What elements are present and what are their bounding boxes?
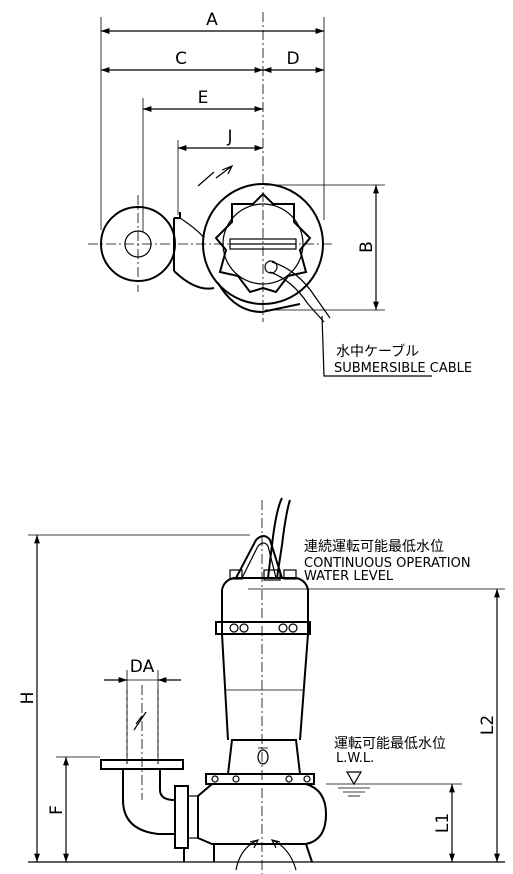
riser-flow-arrow-icon [133, 711, 147, 731]
continuous-level-label-en-2: WATER LEVEL [304, 569, 394, 584]
bolt-1 [211, 775, 219, 783]
continuous-level-label-jp: 連続運転可能最低水位 [304, 538, 444, 555]
lifting-handle [235, 535, 283, 579]
casing-top-flange [205, 773, 315, 785]
dim-label-j: J [226, 127, 232, 147]
dim-label-h: H [18, 692, 38, 705]
side-flange [174, 785, 189, 849]
inflow-arrow-left-icon [235, 839, 260, 871]
cable-outline-left [267, 497, 283, 579]
dim-label-l2: L2 [478, 715, 498, 735]
elbow-inner-line [179, 217, 205, 239]
dim-label-l1: L1 [433, 813, 453, 833]
side-flange-face [187, 795, 199, 839]
cable-outline-bottom [269, 271, 325, 323]
cable-label-jp: 水中ケーブル [336, 343, 419, 360]
dim-label-b: B [357, 241, 377, 253]
handle-lug-left [229, 569, 243, 580]
handle-lug-right [283, 569, 297, 580]
lifting-handle-inner [241, 542, 277, 579]
cable-outline-right [276, 499, 291, 579]
lwl-label-jp: 運転可能最低水位 [334, 736, 446, 752]
discharge-bore [124, 230, 152, 258]
elbow-outer [122, 769, 175, 835]
motor-frame-outline [214, 192, 312, 294]
casing-legs [213, 843, 313, 863]
cable-gland [263, 569, 281, 581]
dim-label-a: A [206, 10, 218, 30]
dim-label-f: F [47, 805, 67, 815]
motor-bolt-3 [278, 623, 288, 633]
side-view: H F DA [18, 497, 505, 874]
elbow-connection [173, 212, 215, 290]
top-view: A C D E J B [88, 10, 472, 377]
inflow-arrow-right-icon [270, 839, 297, 871]
bolt-4 [303, 775, 311, 783]
bolt-3 [285, 775, 293, 783]
drain-plug [257, 749, 269, 765]
dim-label-c: C [175, 49, 187, 69]
cable-leader-line [321, 315, 432, 377]
motor-upper [221, 577, 309, 636]
motor-flange [215, 621, 311, 635]
dim-label-d: D [286, 49, 299, 69]
motor-body-sides [221, 633, 309, 741]
dim-label-da: DA [130, 657, 155, 677]
motor-bolt-1 [229, 623, 239, 633]
pump-body-lower-edge [217, 282, 301, 314]
motor-bolt-2 [239, 623, 249, 633]
motor-skirt [227, 739, 301, 775]
bolt-2 [232, 775, 240, 783]
motor-bolt-4 [288, 623, 298, 633]
elbow-inner [159, 769, 176, 801]
direction-arrow-icon [197, 164, 234, 187]
cable-label-en: SUBMERSIBLE CABLE [334, 361, 472, 376]
water-level-symbol-icon [345, 771, 363, 786]
continuous-level-label-en-1: CONTINUOUS OPERATION [304, 556, 471, 571]
pump-body-outline [202, 183, 324, 305]
cable-outline-top [271, 261, 331, 319]
lwl-label-en: L.W.L. [336, 751, 374, 766]
dim-label-e: E [198, 88, 209, 108]
discharge-flange [100, 759, 184, 770]
motor-frame-circle [222, 203, 304, 285]
